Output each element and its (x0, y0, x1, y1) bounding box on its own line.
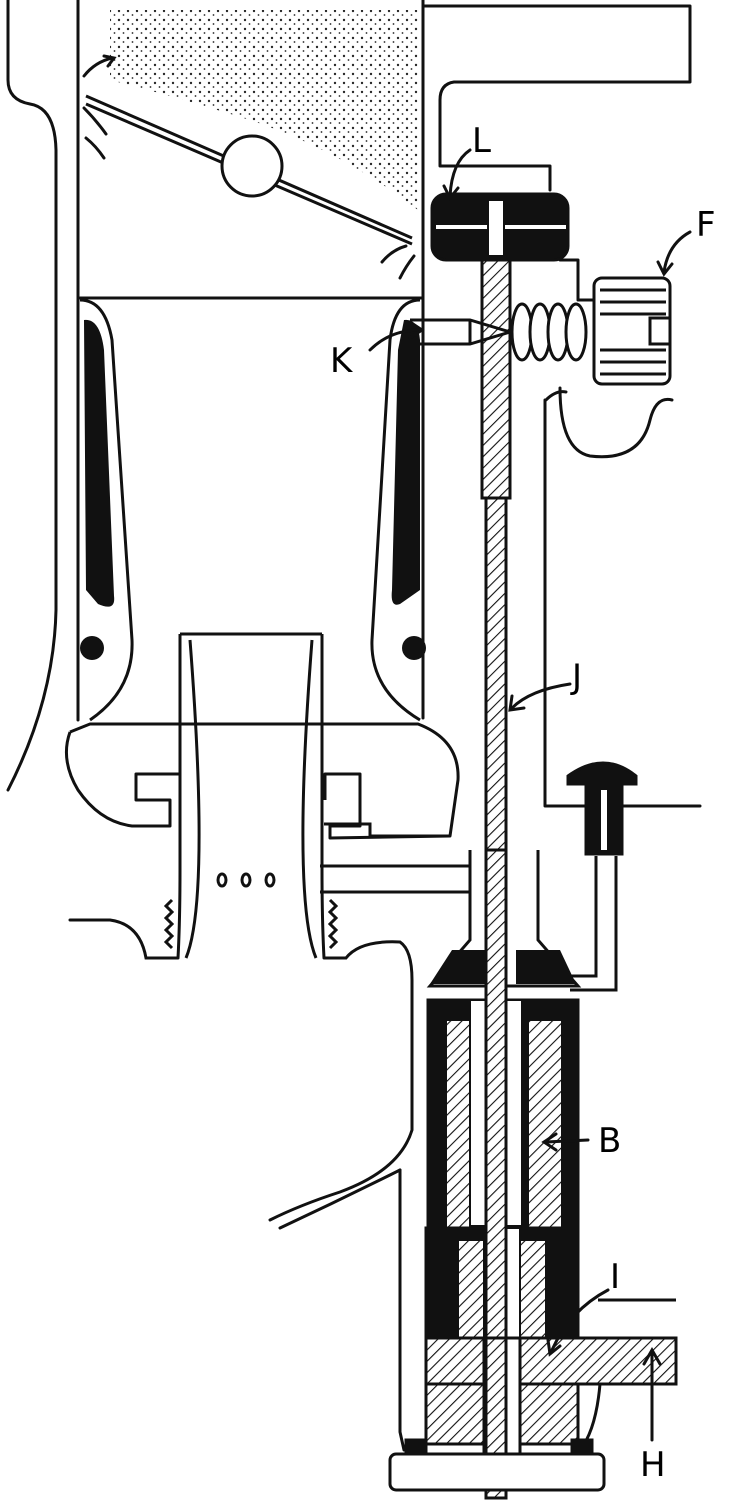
side-screw (564, 761, 638, 992)
label-B: B (598, 1121, 621, 1161)
spring (510, 302, 588, 362)
lower-body (68, 918, 414, 1452)
needle-valve (410, 318, 516, 346)
spring-clip (544, 386, 674, 459)
part-labels: L F K J B I H (330, 121, 716, 1485)
air-intake-chamber (110, 10, 418, 210)
adjusting-screw (430, 192, 570, 262)
label-I: I (610, 1257, 620, 1297)
label-J: J (570, 657, 582, 697)
nozzle-tube (163, 632, 470, 959)
airflow-arrows (82, 54, 416, 280)
leader-lines (368, 148, 692, 1442)
venturi-lining (80, 319, 426, 660)
label-K: K (330, 341, 354, 381)
label-H: H (640, 1445, 666, 1485)
carburetor-body-outline (6, 0, 702, 808)
label-F: F (696, 205, 716, 245)
label-L: L (472, 121, 491, 161)
knob (592, 276, 672, 386)
base-fitting (388, 1298, 678, 1500)
venturi (64, 298, 460, 840)
choke-valve (85, 94, 413, 246)
